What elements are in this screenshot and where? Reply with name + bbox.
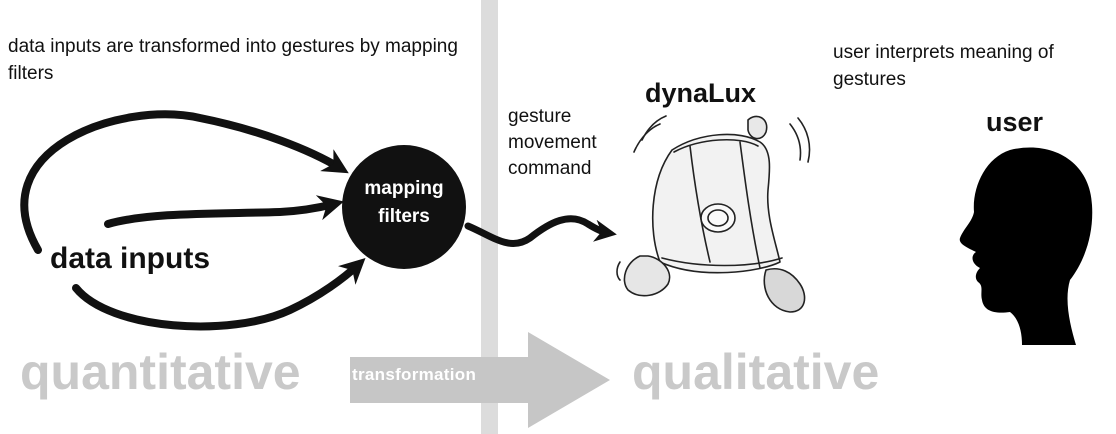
mapping-filters-label: mapping filters	[342, 175, 466, 231]
mapping-filters-label-line1: mapping	[364, 178, 444, 199]
gesture-label-line3: command	[508, 158, 592, 179]
data-inputs-label: data inputs	[50, 242, 211, 275]
mapping-filters-label-line2: filters	[378, 206, 430, 227]
user-title: user	[986, 107, 1044, 137]
gesture-label: gesture movement command	[508, 104, 597, 182]
arrow-input-top	[20, 110, 349, 254]
arrow-input-bottom	[72, 258, 366, 331]
arrow-input-middle	[104, 195, 344, 228]
caption-data-inputs: data inputs are transformed into gesture…	[8, 36, 458, 84]
caption-user: user interprets meaning of gestures	[833, 42, 1054, 90]
transformation-label: transformation	[352, 365, 477, 384]
quantitative-label: quantitative	[20, 344, 301, 400]
user-head-silhouette-icon	[959, 147, 1093, 345]
mapping-filters-node	[342, 145, 466, 269]
qualitative-label: qualitative	[632, 344, 880, 400]
arrow-gesture	[464, 215, 617, 247]
gesture-label-line2: movement	[508, 132, 597, 153]
section-divider	[481, 0, 498, 434]
transformation-arrow	[350, 332, 610, 428]
dynalux-title: dynaLux	[645, 78, 757, 108]
gesture-label-line1: gesture	[508, 106, 572, 127]
lamp-sketch-icon	[616, 115, 811, 313]
